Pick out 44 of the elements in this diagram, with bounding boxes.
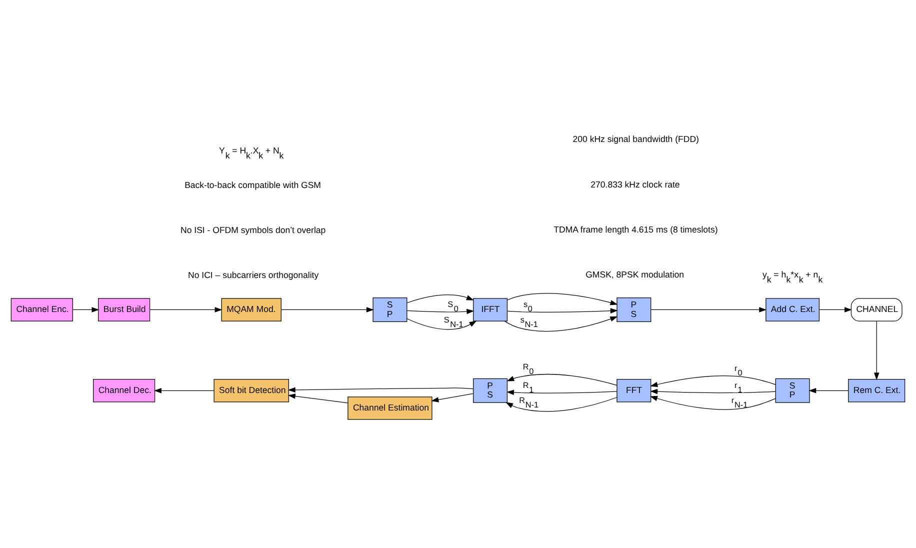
node-box: Rem C. Ext. [848, 379, 906, 402]
arrow [288, 387, 474, 393]
arrow [506, 397, 618, 412]
node-box: CHANNEL [850, 298, 902, 322]
label: No ICI – subcarriers orthogonality [188, 270, 319, 280]
arrow [431, 393, 474, 402]
arrow [150, 307, 222, 312]
arrow [154, 388, 214, 394]
node-box: P S [616, 298, 652, 322]
arrow [650, 376, 776, 388]
arrow [506, 374, 618, 386]
arrow [819, 307, 852, 312]
node-box: P S [473, 378, 508, 403]
arrow [406, 308, 474, 314]
node-box: IFFT [473, 298, 508, 322]
arrow [507, 308, 618, 314]
label: 270.833 kHz clock rate [590, 179, 680, 190]
label: 200 kHz signal bandwidth (FDD) [572, 134, 699, 144]
node-box: Channel Estimation [348, 396, 432, 420]
label: TDMA frame length 4.615 ms (8 timeslots) [554, 224, 718, 234]
arrow [507, 293, 618, 306]
label: GMSK, 8PSK modulation [586, 270, 684, 280]
node-box: Soft bit Detection [214, 379, 289, 402]
arrow [72, 307, 100, 312]
arrow [406, 318, 477, 330]
node-box: Channel Dec. [93, 379, 156, 402]
arrow [874, 320, 880, 380]
arrow [650, 388, 776, 394]
arrow [808, 388, 849, 394]
arrow [406, 294, 474, 304]
arrow [650, 307, 767, 312]
label: No ISI - OFDM symbols don’t overlap [180, 225, 326, 236]
label: Back-to-back compatible with GSM [184, 180, 321, 190]
arrow [506, 390, 618, 396]
node-box: MQAM Mod. [221, 298, 282, 322]
node-box: Add C. Ext. [766, 298, 820, 322]
node-box: S P [775, 378, 810, 403]
node-box: S P [372, 298, 408, 322]
node-box: Burst Build [98, 298, 150, 322]
node-box: Channel Enc. [10, 298, 73, 322]
arrow [288, 394, 348, 404]
arrow [280, 307, 374, 312]
arrow [504, 316, 618, 332]
node-box: FFT [616, 379, 652, 402]
